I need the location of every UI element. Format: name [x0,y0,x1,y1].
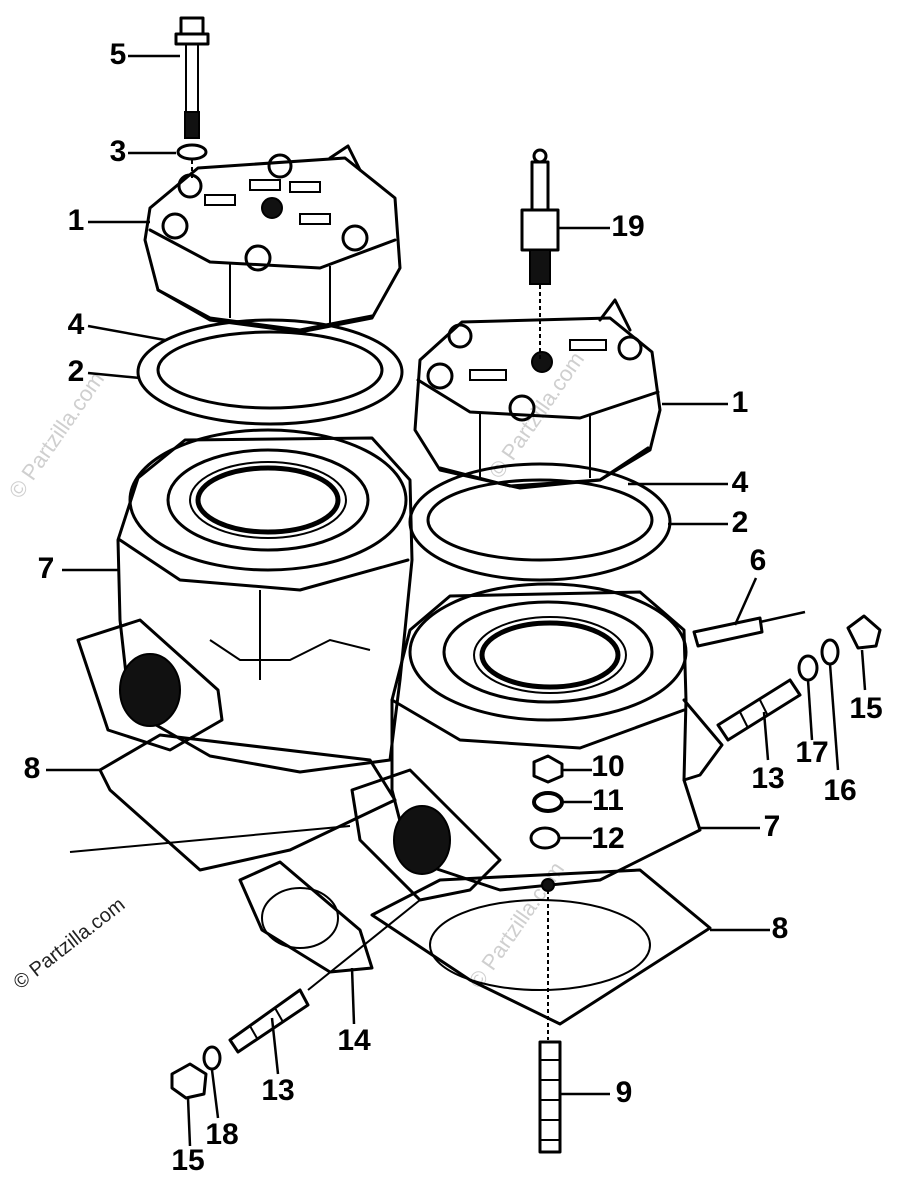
callout-label: 7 [764,810,781,843]
nut-left [170,1062,208,1100]
callout-label: 2 [68,355,85,388]
washer-11 [532,791,564,813]
left-cylinder-head [143,144,402,334]
head-gasket-inner [156,330,384,410]
washer-17 [797,654,819,682]
callout-label: 19 [611,210,644,243]
base-gasket-left [98,733,397,872]
callout-label: 13 [751,762,784,795]
callout-label: 7 [38,552,55,585]
callout-label: 15 [171,1144,204,1177]
callout-label: 8 [24,752,41,785]
callout-label: 13 [261,1074,294,1107]
nut-10 [532,754,564,784]
callout-label: 5 [110,38,127,71]
leader-lines [46,54,867,1147]
callout-label: 9 [616,1076,633,1109]
callout-label: 12 [591,822,624,855]
left-cylinder [76,428,414,774]
washer-18 [202,1045,222,1071]
callout-label: 8 [772,912,789,945]
callout-labels: 5 3 1 19 4 2 1 4 2 7 6 15 16 17 13 10 11… [24,38,883,1177]
callout-label: 11 [592,784,624,817]
bolt-part [174,16,210,139]
callout-label: 18 [205,1118,238,1151]
stud-left-part [228,988,310,1054]
watermark: © Partzilla.com [10,894,130,994]
stud-right-part [716,678,802,742]
washer-12 [529,826,561,850]
callout-label: 10 [591,750,624,783]
stud-9-part [538,1040,562,1154]
washer-16 [820,638,840,666]
nut-right [846,614,882,650]
right-cylinder-head [413,298,662,490]
exhaust-gasket [238,860,374,974]
watermark: © Partzilla.com [4,367,110,503]
callout-label: 4 [732,466,749,499]
callout-label: 14 [337,1024,371,1057]
callout-label: 15 [849,692,882,725]
head-gasket-outer [136,318,404,426]
callout-label: 4 [68,308,85,341]
callout-label: 17 [795,736,828,769]
head-gasket-inner-right [426,478,654,562]
callout-label: 16 [823,774,856,807]
right-cylinder [350,582,724,902]
callout-label: 2 [732,506,749,539]
callout-label: 1 [732,386,749,419]
callout-label: 1 [68,204,85,237]
spark-plug-part [520,148,560,285]
callout-label: 3 [110,135,127,168]
washer-part [176,143,208,161]
callout-label: 6 [750,544,767,577]
dowel-pin-part [692,610,806,648]
